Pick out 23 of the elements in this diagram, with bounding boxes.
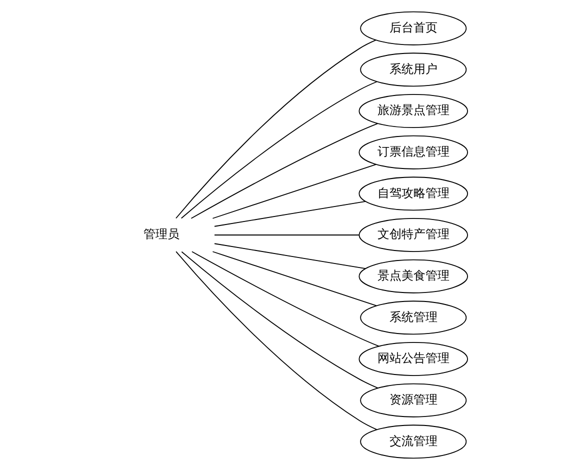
node-ellipse: 后台首页 <box>360 11 466 46</box>
node-ellipse: 订票信息管理 <box>358 135 468 170</box>
connector <box>180 81 377 219</box>
node-ellipse: 系统用户 <box>360 52 466 87</box>
node-ellipse: 旅游景点管理 <box>358 94 468 128</box>
node-ellipse: 景点美食管理 <box>358 259 468 294</box>
connector <box>214 243 366 270</box>
node-ellipse: 自驾攻略管理 <box>358 176 468 211</box>
connector <box>214 200 366 227</box>
node-ellipse: 网站公告管理 <box>358 342 468 376</box>
connector <box>212 164 376 219</box>
node-ellipse: 系统管理 <box>360 300 466 335</box>
node-text: 管理员 <box>142 227 179 242</box>
connector <box>180 251 378 388</box>
connector <box>212 251 376 306</box>
node-ellipse: 文创特产管理 <box>358 218 468 252</box>
connector <box>191 251 379 347</box>
node-ellipse: 交流管理 <box>360 424 466 459</box>
connector <box>190 123 378 219</box>
connector <box>175 40 376 219</box>
connector <box>175 251 377 430</box>
connector <box>214 234 360 236</box>
node-ellipse: 资源管理 <box>360 383 466 418</box>
